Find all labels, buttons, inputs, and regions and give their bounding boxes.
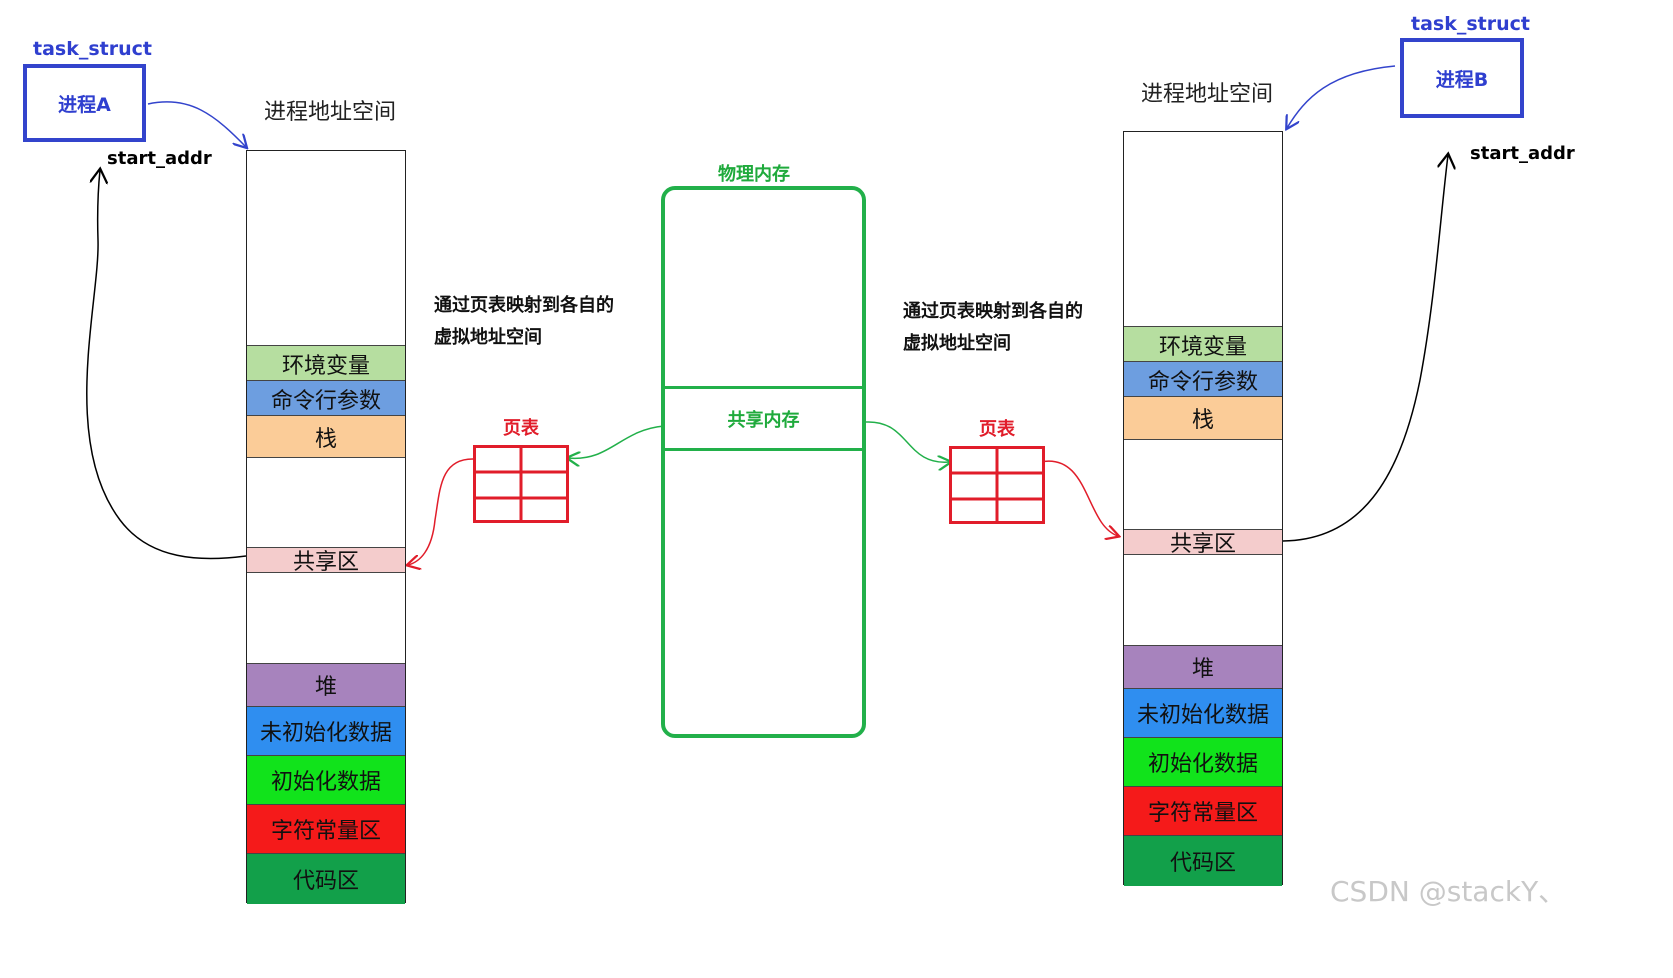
right-seg-stack: 栈 [1124, 396, 1282, 439]
left-seg-data: 初始化数据 [247, 755, 405, 804]
right-process-label: 进程B [1435, 68, 1489, 91]
right-start-addr-line [1282, 155, 1448, 542]
right-task-pointer-line [1287, 65, 1396, 128]
right-page-table-grid [949, 446, 1045, 524]
right-mapping-note: 通过页表映射到各自的 虚拟地址空间 [903, 296, 1083, 360]
left-task-pointer-line [147, 101, 246, 147]
right-seg-rodata: 字符常量区 [1124, 786, 1282, 835]
right-seg-heap: 堆 [1124, 645, 1282, 688]
right-seg-shared: 共享区 [1124, 529, 1282, 557]
phys-to-left-pt-line [568, 425, 665, 458]
left-seg-env: 环境变量 [247, 345, 405, 381]
left-start-addr-label: start_addr [107, 148, 212, 169]
right-seg-args: 命令行参数 [1124, 361, 1282, 397]
right-seg-bss: 未初始化数据 [1124, 688, 1282, 737]
right-seg-text: 代码区 [1124, 835, 1282, 886]
left-seg-heap: 堆 [247, 663, 405, 706]
right-seg-data: 初始化数据 [1124, 737, 1282, 786]
left-seg-bss: 未初始化数据 [247, 706, 405, 755]
right-seg-gap-upper [1124, 439, 1282, 529]
right-task-struct-label: task_struct [1411, 13, 1530, 35]
left-mapping-note-line1: 通过页表映射到各自的 [434, 295, 614, 316]
right-mapping-note-line1: 通过页表映射到各自的 [903, 301, 1083, 322]
left-seg-args: 命令行参数 [247, 380, 405, 416]
phys-to-right-pt-line [865, 421, 950, 462]
right-start-addr-label: start_addr [1470, 143, 1575, 164]
left-pt-to-shared-line [408, 458, 475, 565]
right-mapping-note-line2: 虚拟地址空间 [903, 333, 1011, 354]
left-mapping-note: 通过页表映射到各自的 虚拟地址空间 [434, 290, 614, 354]
watermark-text: CSDN @stackY、 [1330, 875, 1567, 908]
left-address-space-column: 环境变量 命令行参数 栈 共享区 堆 未初始化数据 初始化数据 字符常量区 代码… [246, 150, 406, 904]
left-address-space-title: 进程地址空间 [264, 100, 397, 125]
left-process-label: 进程A [58, 93, 111, 116]
physical-shared-memory: 共享内存 [665, 386, 862, 451]
physical-memory-title: 物理内存 [718, 164, 790, 185]
physical-memory-block: 共享内存 [661, 186, 866, 738]
physical-shared-memory-label: 共享内存 [727, 409, 800, 431]
right-address-space-title: 进程地址空间 [1141, 82, 1274, 107]
left-page-table-label: 页表 [503, 418, 539, 439]
left-seg-gap-upper [247, 457, 405, 547]
left-mapping-note-line2: 虚拟地址空间 [434, 327, 542, 348]
right-address-space-column: 环境变量 命令行参数 栈 共享区 堆 未初始化数据 初始化数据 字符常量区 代码… [1123, 131, 1283, 886]
left-task-struct-label: task_struct [33, 38, 152, 60]
right-pt-to-shared-line [1039, 460, 1118, 536]
right-page-table-label: 页表 [979, 419, 1015, 440]
left-process-box: 进程A [23, 64, 146, 142]
left-seg-shared: 共享区 [247, 547, 405, 575]
left-seg-rodata: 字符常量区 [247, 804, 405, 853]
left-page-table-grid [473, 445, 569, 523]
right-process-box: 进程B [1400, 38, 1524, 118]
left-seg-text: 代码区 [247, 853, 405, 904]
right-seg-env: 环境变量 [1124, 326, 1282, 362]
left-seg-stack: 栈 [247, 415, 405, 457]
left-start-addr-line [86, 170, 247, 560]
